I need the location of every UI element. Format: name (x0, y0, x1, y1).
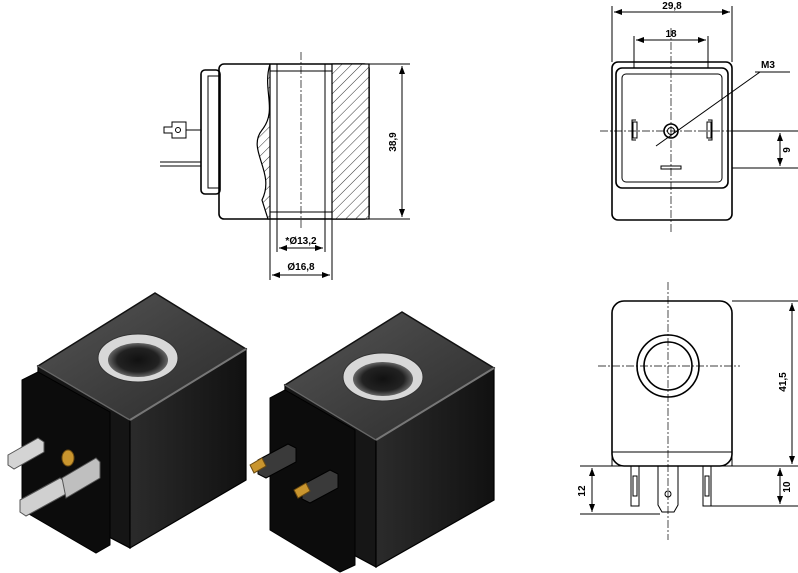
pin-tip-1 (249, 457, 267, 474)
pin-center (657, 465, 679, 513)
terminal-blade-3 (61, 457, 101, 499)
front-body (611, 61, 733, 221)
dim-height-total: 41,5 (778, 372, 789, 392)
dim-offset-right: 9 (782, 147, 793, 153)
coil-render-left (7, 292, 248, 554)
pin-tip-2 (293, 482, 311, 499)
connector-block (200, 69, 221, 195)
coil-bore-hole (108, 343, 168, 377)
section-hatch-right (331, 63, 370, 220)
brass-screw (61, 449, 75, 467)
bottom-body (611, 300, 733, 467)
dim-width-top: 29,8 (662, 1, 682, 12)
coil-render-right (249, 311, 496, 573)
dim-height-side: 38,9 (388, 132, 399, 152)
bottom-view: 41,5 12 10 (577, 282, 798, 540)
front-view: M3 29,8 18 9 (600, 1, 798, 232)
terminal-blade-1 (7, 437, 45, 470)
dim-inner-diameter: *Ø13,2 (285, 236, 317, 247)
dim-outer-diameter: Ø16,8 (287, 262, 315, 273)
pin-left (630, 465, 640, 507)
pin-right (702, 465, 712, 507)
dim-screw: M3 (761, 60, 775, 71)
dim-inner-width: 18 (665, 29, 677, 40)
section-hatch-left (256, 63, 271, 220)
section-view: 38,9 *Ø13,2 Ø16,8 (160, 52, 410, 280)
terminal-pin (163, 121, 187, 139)
dim-pin-left: 12 (577, 485, 588, 497)
dim-pin-right: 10 (782, 481, 793, 493)
